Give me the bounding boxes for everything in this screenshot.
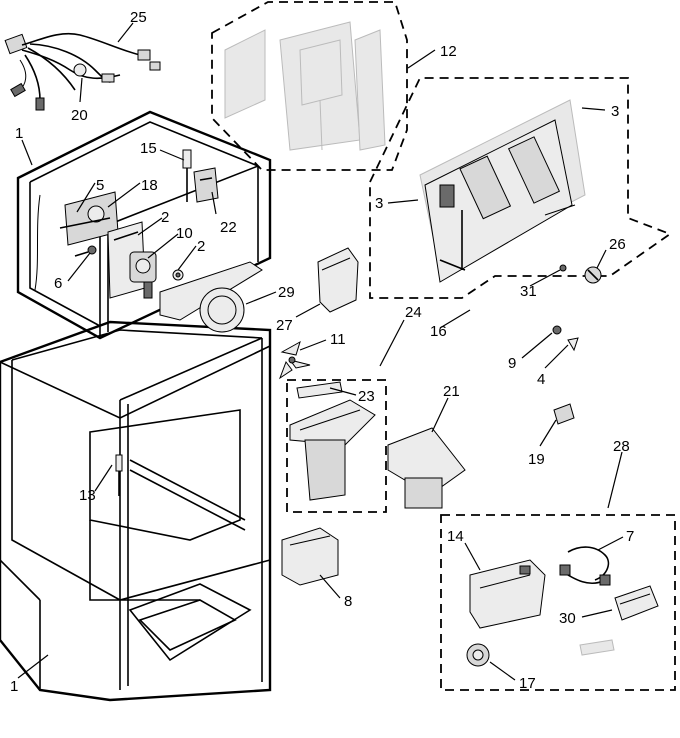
callout-10: 10 [176, 225, 193, 242]
callout-1-lower: 1 [10, 678, 18, 695]
group-outline-28 [440, 514, 676, 691]
small-screw [559, 264, 567, 272]
bracket [193, 167, 219, 203]
callout-24: 24 [405, 304, 422, 321]
callout-18: 18 [141, 177, 158, 194]
callout-25: 25 [130, 9, 147, 26]
callout-2-upper: 2 [161, 209, 169, 226]
crisper-cover-control [387, 427, 466, 509]
screw [74, 245, 97, 257]
callout-23: 23 [358, 388, 375, 405]
label-tag [579, 639, 615, 656]
callout-numbers: 25 20 12 1 15 5 18 3 3 2 10 2 22 6 26 31… [10, 9, 634, 695]
callout-20: 20 [71, 107, 88, 124]
freezer-liner [16, 110, 272, 340]
callout-2-lower: 2 [197, 238, 205, 255]
fresh-food-liner [0, 320, 272, 702]
screw-and-bulb [552, 325, 579, 352]
callout-19: 19 [528, 451, 545, 468]
callout-9: 9 [508, 355, 516, 372]
fan-shroud [159, 261, 263, 333]
thermostat-knob-17 [466, 643, 490, 667]
wire-harness-7 [559, 546, 611, 586]
callout-11: 11 [330, 331, 346, 348]
callout-3-left: 3 [375, 195, 383, 212]
callout-3-right: 3 [611, 103, 619, 120]
wire-harness [4, 32, 161, 111]
air-damper-housing [281, 527, 339, 586]
callout-6: 6 [54, 275, 62, 292]
fan-motor [129, 251, 157, 299]
callout-7: 7 [626, 528, 634, 545]
callout-13: 13 [79, 487, 96, 504]
callout-14: 14 [447, 528, 464, 545]
control-knob [584, 266, 602, 284]
light-switch [553, 403, 575, 425]
callout-29: 29 [278, 284, 295, 301]
callout-1-upper: 1 [15, 125, 23, 142]
callout-8: 8 [344, 593, 352, 610]
evaporator-cover-assembly [224, 21, 386, 151]
callout-15: 15 [140, 140, 157, 157]
callout-12: 12 [440, 43, 457, 60]
group-outline-12 [211, 1, 408, 171]
damper-cover [317, 247, 359, 313]
callout-28: 28 [613, 438, 630, 455]
group-outline-24 [286, 379, 387, 513]
callout-21: 21 [443, 383, 460, 400]
callout-27: 27 [276, 317, 293, 334]
control-board-30 [614, 585, 659, 621]
group-outline-3 [369, 77, 672, 299]
callout-26: 26 [609, 236, 626, 253]
fan-blade [278, 340, 311, 380]
fresh-food-thermistor [115, 454, 123, 496]
callout-30: 30 [559, 610, 576, 627]
callout-22: 22 [220, 219, 237, 236]
control-box-14 [469, 559, 546, 629]
callout-31: 31 [520, 283, 537, 300]
rear-panel [419, 99, 586, 283]
callout-17: 17 [519, 675, 536, 692]
callout-4: 4 [537, 371, 545, 388]
grommet [172, 269, 184, 281]
callout-5: 5 [96, 177, 104, 194]
leader-lines [17, 22, 624, 681]
callout-16: 16 [430, 323, 447, 340]
control-housing-assembly [289, 381, 376, 501]
